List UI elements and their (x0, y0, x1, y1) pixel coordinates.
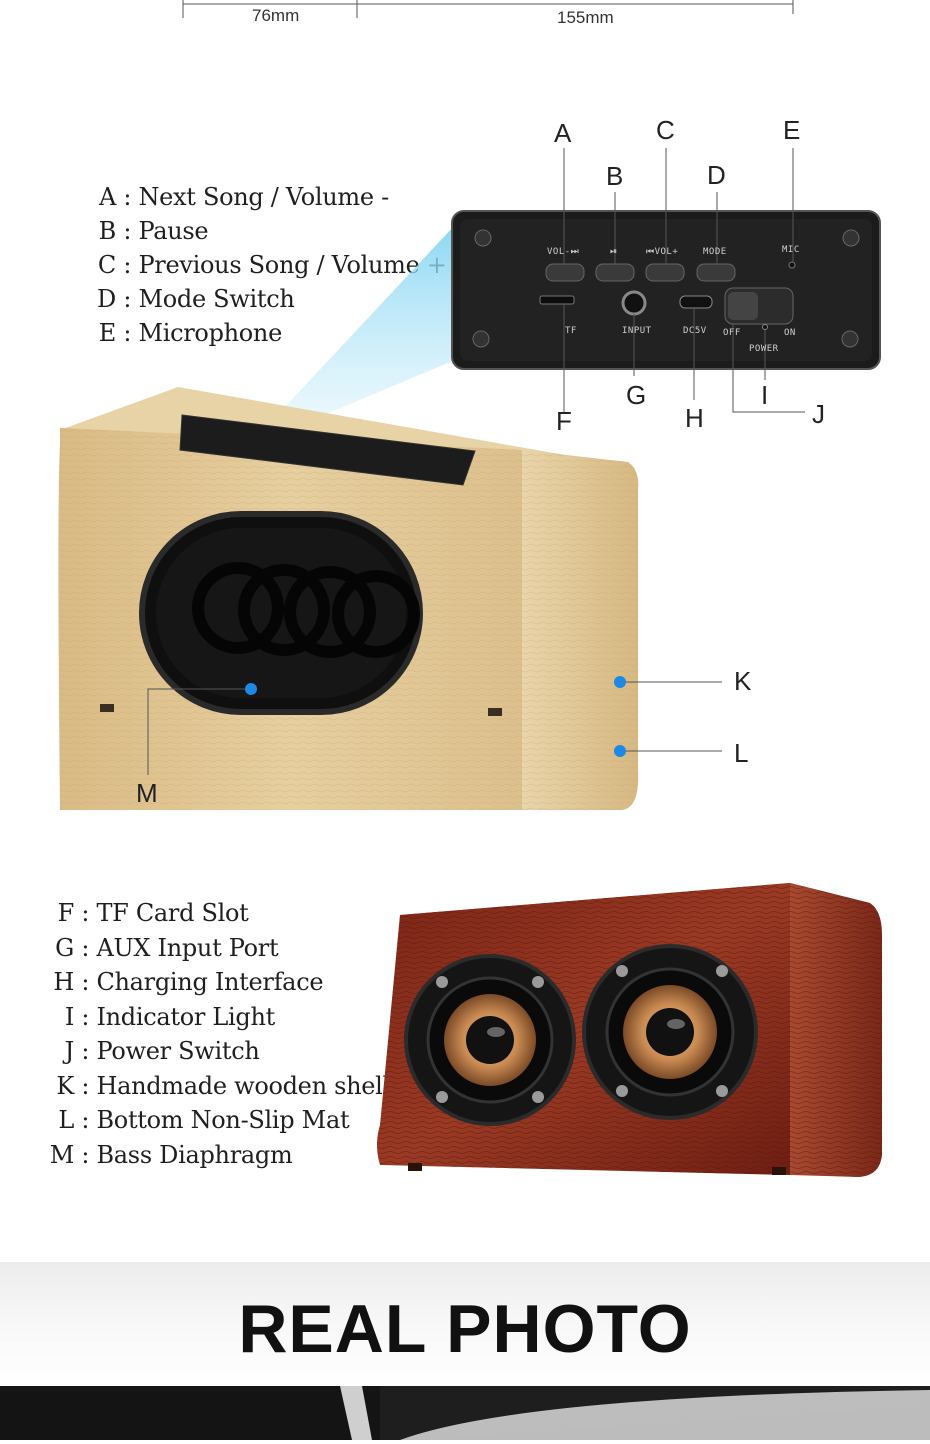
legend-item-e: E : Microphone (98, 319, 283, 347)
legend-parts: F : TF Card Slot G : AUX Input Port H : … (44, 896, 390, 1172)
legend-item-a: A : Next Song / Volume - (98, 183, 389, 211)
screw-icon (841, 330, 859, 348)
label-prev-vol: ⏮VOL+ (646, 247, 679, 257)
legend-item-i: I : Indicator Light (64, 1002, 275, 1031)
right-driver (582, 944, 758, 1120)
dark-speaker-illustration (377, 883, 882, 1177)
callout-i: I (761, 380, 769, 410)
label-input: INPUT (622, 326, 652, 336)
callout-h: H (685, 403, 704, 433)
callout-lines-top (563, 148, 805, 413)
legend-item-c: C : Previous Song / Volume + (97, 251, 447, 279)
depth-dimension: 76mm (252, 6, 300, 25)
next-volume-down-button[interactable] (545, 263, 585, 282)
dark-wood-speaker (377, 883, 882, 1177)
legend-item-f: F : TF Card Slot (57, 899, 249, 927)
legend-item-d: D : Mode Switch (97, 285, 295, 313)
tf-card-slot[interactable] (539, 295, 575, 305)
previous-volume-up-button[interactable] (645, 263, 685, 282)
screw-icon (842, 229, 860, 247)
callout-b: B (606, 161, 624, 191)
bottom-photo-strip (0, 1386, 930, 1440)
light-speaker-illustration (58, 148, 881, 810)
label-on: ON (784, 328, 796, 338)
microphone-icon (788, 261, 796, 269)
legend-item-b: B : Pause (98, 217, 209, 245)
callout-l: L (734, 738, 749, 768)
real-photo-title: REAL PHOTO (238, 1291, 692, 1367)
legend-item-g: G : AUX Input Port (55, 933, 279, 962)
callout-g: G (626, 380, 647, 410)
label-dc5v: DC5V (683, 326, 707, 336)
legend-item-j: J : Power Switch (64, 1037, 260, 1065)
callout-k: K (734, 666, 752, 696)
screw-icon (474, 229, 492, 247)
aux-input-port[interactable] (621, 290, 647, 316)
label-vol-next: VOL-⏭ (547, 247, 580, 257)
light-wood-speaker (58, 387, 639, 810)
label-tf: TF (565, 326, 577, 336)
label-off: OFF (723, 328, 741, 338)
callout-dot-k (614, 676, 626, 688)
callout-e: E (783, 115, 801, 145)
width-dimension: 155mm (557, 8, 614, 27)
label-pause: ⏯ (610, 247, 618, 257)
charging-port[interactable] (679, 295, 713, 309)
legend-item-k: K : Handmade wooden shell (56, 1071, 390, 1100)
callout-dot-l (614, 745, 626, 757)
label-power: POWER (749, 344, 779, 354)
indicator-light (762, 324, 768, 330)
left-driver (404, 954, 576, 1126)
highlight-beam (282, 225, 455, 425)
dimension-lines (182, 0, 794, 18)
callout-c: C (656, 115, 675, 145)
callout-m: M (136, 778, 158, 808)
callout-j: J (812, 399, 825, 429)
legend-item-h: H : Charging Interface (53, 968, 324, 996)
legend-item-m: M : Bass Diaphragm (49, 1140, 293, 1169)
callout-dot-m (245, 683, 257, 695)
legend-controls: A : Next Song / Volume - B : Pause C : P… (90, 180, 447, 350)
callout-lines-bottom (147, 676, 722, 775)
screw-icon (472, 330, 490, 348)
banner-background (0, 1262, 930, 1386)
callout-f: F (556, 406, 572, 436)
label-mic: MIC (782, 245, 800, 255)
callout-d: D (707, 160, 726, 190)
mode-button[interactable] (696, 263, 736, 282)
photo-strip-graphic (0, 1386, 930, 1440)
callout-a: A (554, 118, 572, 148)
control-panel (451, 210, 881, 370)
legend-item-l: L : Bottom Non-Slip Mat (58, 1106, 350, 1134)
label-mode: MODE (703, 247, 727, 257)
pause-button[interactable] (595, 263, 635, 282)
